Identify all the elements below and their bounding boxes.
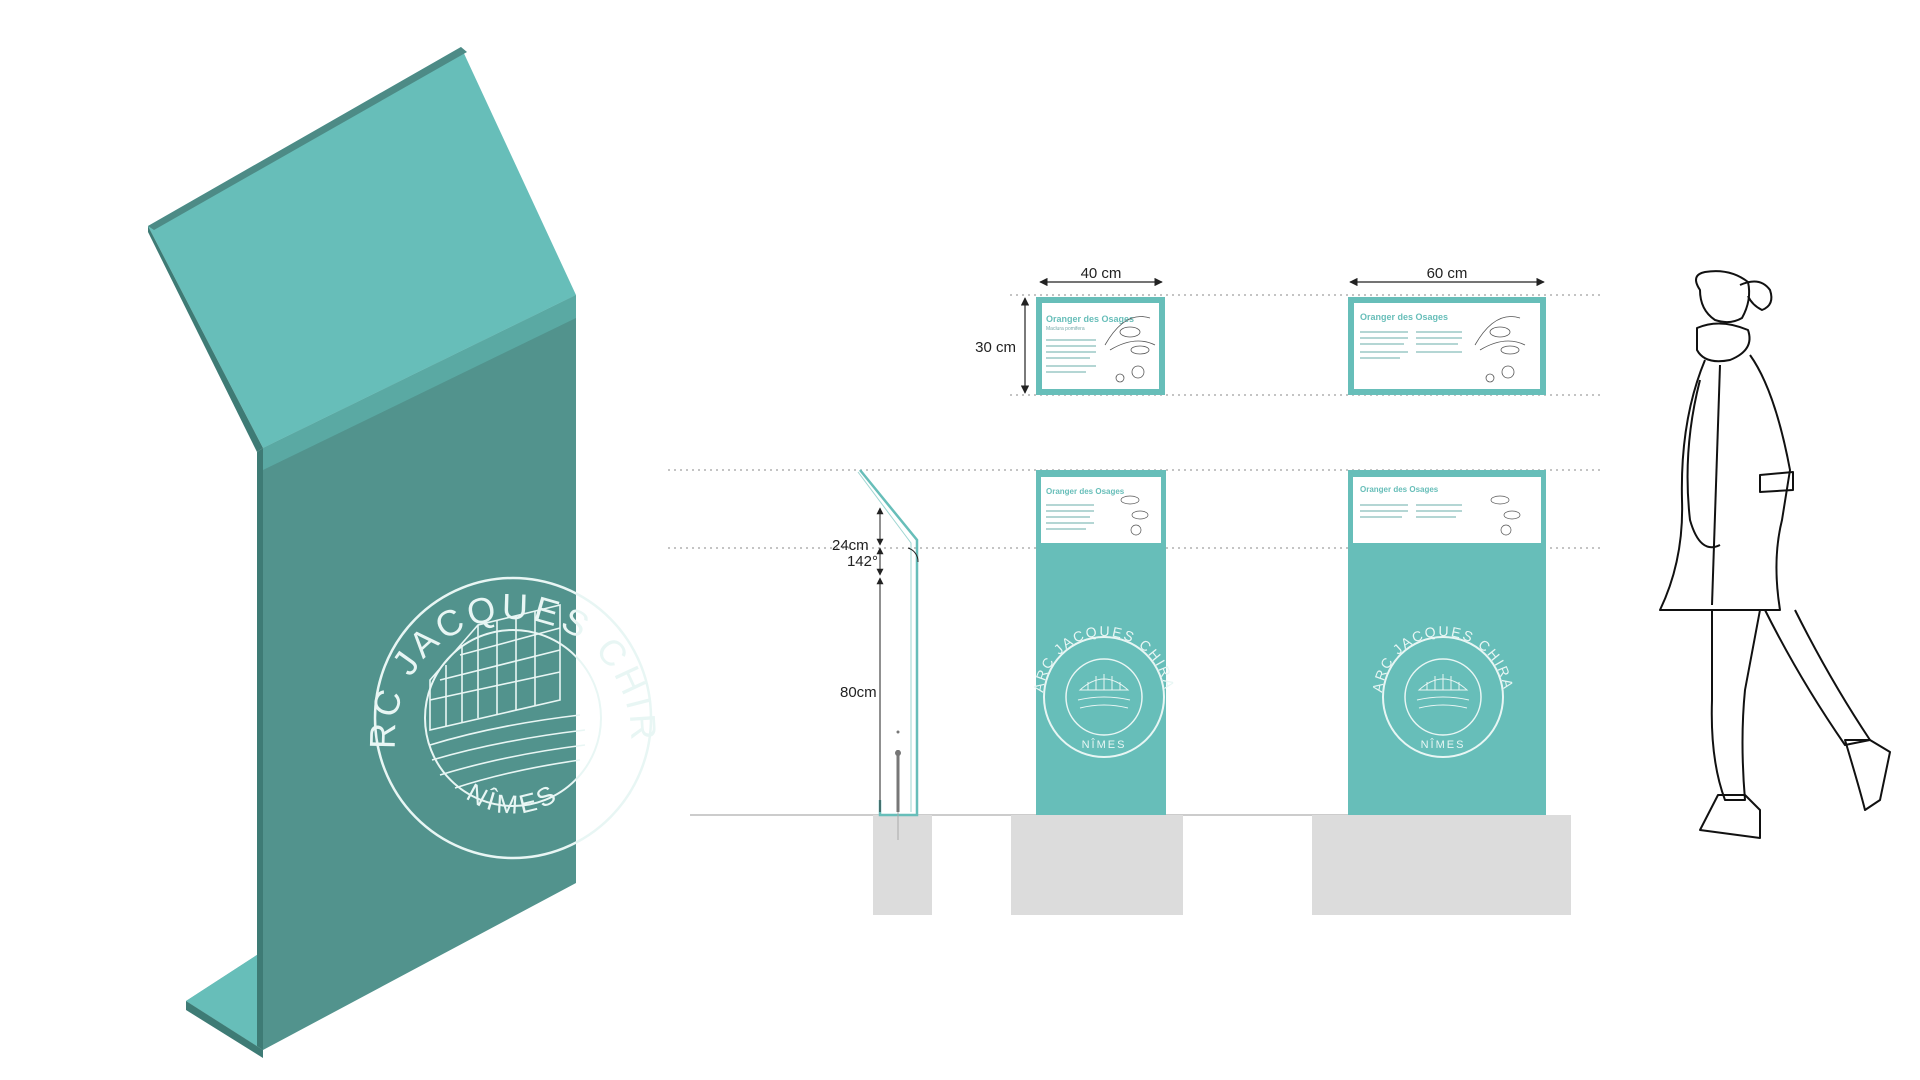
front-elevation-large: Oranger des Osages PARC JACQUES CHIRAC N… (0, 0, 1546, 815)
panel-subtitle-small: Maclura pomifera (1046, 326, 1085, 332)
seal-bottom-text-medium: NÎMES (1082, 738, 1127, 751)
plant-illustration-icon (1474, 316, 1526, 383)
plant-illustration-icon (1104, 316, 1156, 383)
panel-title-medium: Oranger des Osages (1046, 487, 1125, 496)
sign-top-face (148, 47, 576, 448)
sign-foot-top (186, 951, 270, 1050)
sign-front-face (263, 295, 576, 1050)
person-silhouette (1659, 270, 1891, 839)
sign-fold (263, 295, 576, 470)
panel-title-front-large: Oranger des Osages (1360, 485, 1439, 494)
front-elevation-medium: Oranger des Osages PARC JACQUES CHIRAC N… (0, 0, 1176, 815)
plinth-medium (1011, 815, 1183, 915)
dim-height-panel: 30 cm (975, 339, 1016, 356)
dim-side-top: 24cm (832, 537, 869, 554)
seal-bottom-text-large-front: NÎMES (1421, 738, 1466, 751)
sign-left-edge-upper (148, 226, 263, 452)
sign-left-edge-lower (257, 448, 263, 1050)
isometric-sign: PARC JACQUES CHIRAC NÎMES (0, 0, 661, 1058)
sign-top-edge (148, 47, 467, 230)
side-elevation: 24cm 142° 80cm (832, 469, 919, 840)
panel-detail-large: Oranger des Osages (1348, 297, 1546, 395)
panel-detail-small: Oranger des Osages Maclura pomifera (1036, 297, 1165, 395)
dim-width-small: 40 cm (1081, 265, 1122, 282)
sign-foot-edge (186, 1001, 263, 1058)
plinth-large (1312, 815, 1571, 915)
greenhouse-icon (429, 603, 586, 789)
dim-width-large: 60 cm (1427, 265, 1468, 282)
plinth-side (873, 815, 932, 915)
panel-title-large: Oranger des Osages (1360, 312, 1448, 322)
dim-side-height: 80cm (840, 684, 877, 701)
dim-side-angle: 142° (847, 553, 878, 570)
panel-title-small: Oranger des Osages (1046, 314, 1134, 324)
